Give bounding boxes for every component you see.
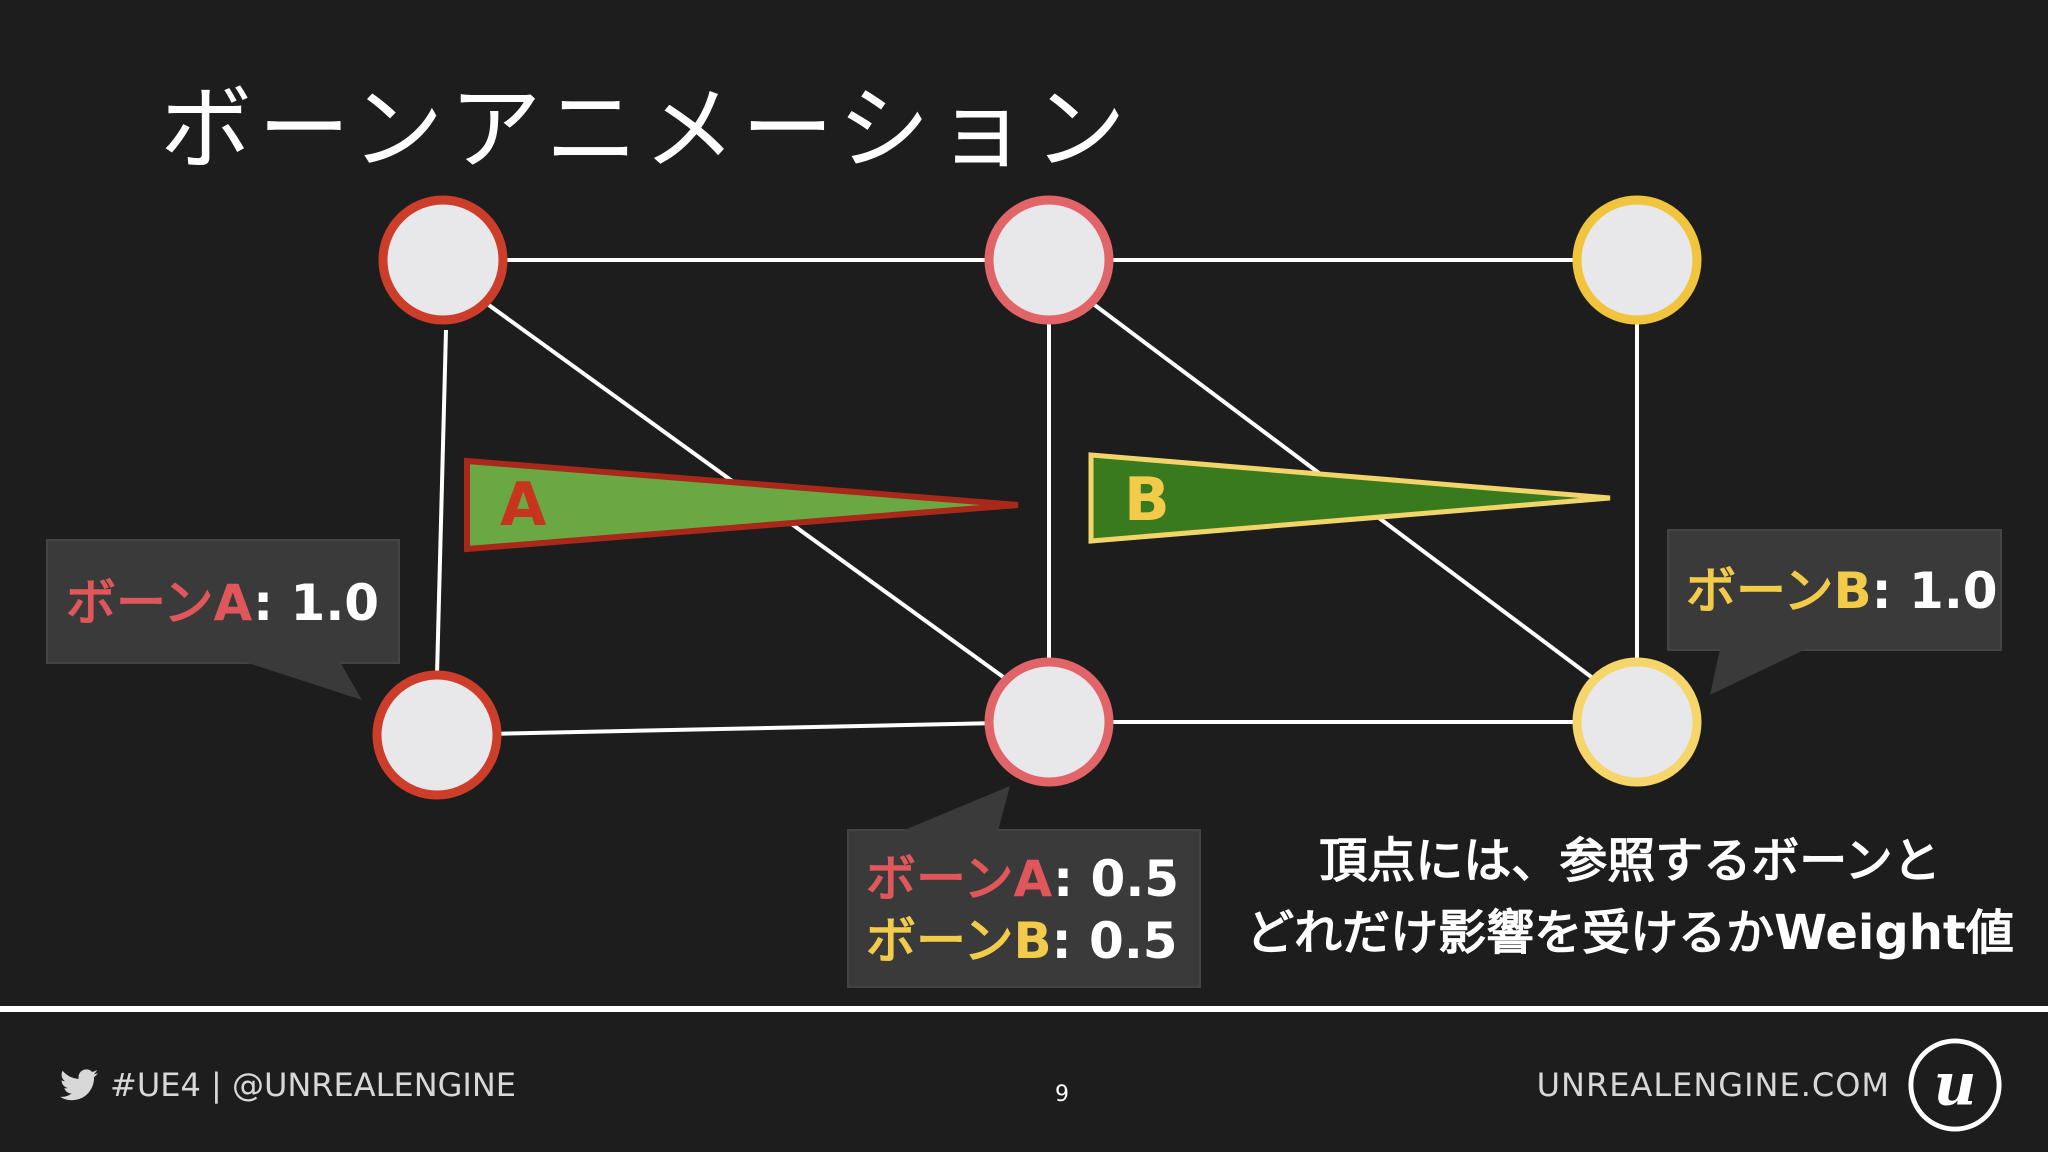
bone-a-shape bbox=[464, 457, 1019, 553]
slide-title: ボーンアニメーション bbox=[160, 76, 1132, 183]
footer-hashtag: #UE4 | @UNREALENGINE bbox=[110, 1066, 517, 1104]
callout-middle-bone-b: ボーンB bbox=[866, 912, 1052, 970]
callout-right-value: : 1.0 bbox=[1871, 562, 1998, 620]
description: 頂点には、参照するボーンと どれだけ影響を受けるかWeight値 bbox=[1230, 825, 2030, 969]
callout-middle-value-b: : 0.5 bbox=[1051, 912, 1178, 970]
vertex-bottom-right bbox=[1572, 657, 1702, 787]
footer-divider bbox=[0, 1006, 2048, 1012]
vertex-top-right bbox=[1572, 195, 1702, 325]
description-line-1: 頂点には、参照するボーンと bbox=[1319, 833, 1941, 889]
callout-left-bone: ボーンA bbox=[66, 574, 254, 632]
vertex-top-left bbox=[378, 195, 508, 325]
callout-middle-bone-a: ボーンA bbox=[866, 850, 1054, 908]
twitter-icon bbox=[60, 1069, 98, 1101]
mesh-edges bbox=[435, 258, 1639, 737]
callout-right-bone: ボーンB bbox=[1686, 562, 1872, 620]
bone-a-label: A bbox=[500, 470, 547, 540]
callout-middle-line-1: ボーンA: 0.5 bbox=[866, 848, 1179, 910]
vertex-top-middle bbox=[984, 195, 1114, 325]
vertex-bottom-middle bbox=[984, 657, 1114, 787]
callout-left-value: : 1.0 bbox=[253, 574, 380, 632]
unreal-logo-icon: u bbox=[1908, 1038, 2002, 1132]
callout-left-text: ボーンA: 1.0 bbox=[66, 572, 379, 634]
bone-b-label: B bbox=[1124, 465, 1170, 535]
page-number: 9 bbox=[1055, 1082, 1069, 1107]
logo-letter: u bbox=[1934, 1050, 1977, 1119]
edge-left-vertical bbox=[435, 329, 448, 676]
description-line-2: どれだけ影響を受けるかWeight値 bbox=[1246, 905, 2014, 961]
vertex-bottom-left bbox=[372, 670, 502, 800]
callout-middle-box bbox=[847, 786, 1201, 988]
callout-right-box bbox=[1667, 529, 2002, 695]
footer-site-link[interactable]: UNREALENGINE.COM bbox=[1536, 1066, 1890, 1104]
edge-bottom-left bbox=[436, 720, 1050, 737]
callout-middle-value-a: : 0.5 bbox=[1053, 850, 1180, 908]
bone-b-shape bbox=[1088, 452, 1611, 544]
callout-middle-line-2: ボーンB: 0.5 bbox=[866, 910, 1178, 972]
callout-left-box bbox=[46, 539, 400, 700]
footer-social[interactable]: #UE4 | @UNREALENGINE bbox=[60, 1066, 516, 1104]
vertices bbox=[372, 195, 1702, 800]
callout-right-text: ボーンB: 1.0 bbox=[1686, 560, 1998, 622]
